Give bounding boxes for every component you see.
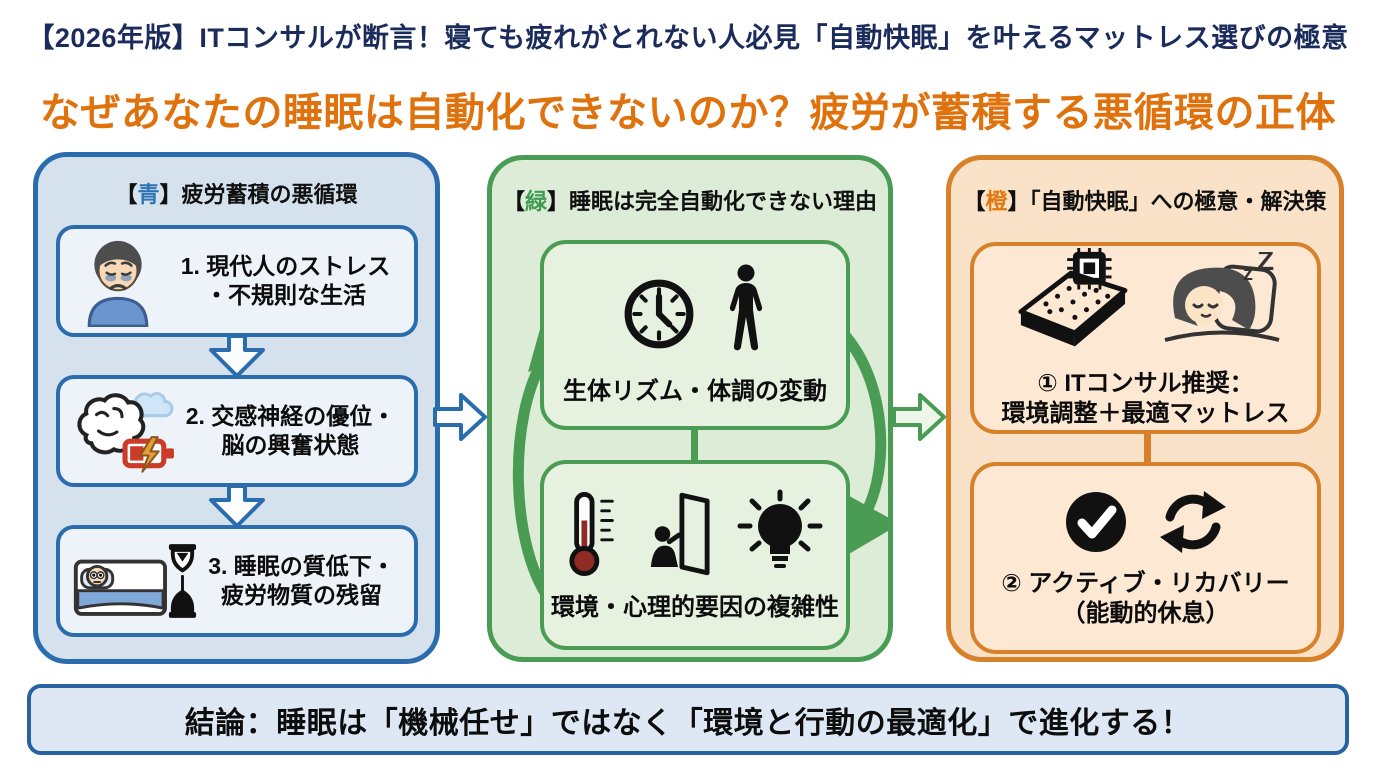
panel-orange-title-text: 「自動快眠」への極意・解決策 (1029, 189, 1327, 214)
step-3-line-2: 疲労物質の残留 (221, 582, 382, 608)
panel-why-not-automatable: 【緑】睡眠は完全自動化できない理由 (487, 155, 893, 662)
down-arrow-icon (207, 484, 267, 528)
step-text-1: 1. 現代人のストレス・不規則な生活 (166, 252, 406, 311)
tag-char-green: 緑 (524, 189, 547, 214)
green-connector-line (691, 426, 698, 464)
step-box-nerves: 2. 交感神経の優位・脳の興奮状態 (55, 375, 418, 487)
step-text-2: 2. 交感神経の優位・脳の興奮状態 (176, 402, 406, 461)
step-text-3: 3. 睡眠の質低下・疲労物質の残留 (198, 552, 406, 611)
panel-blue-title-text: 疲労蓄積の悪循環 (181, 182, 358, 207)
orange-box-2-text: ② アクティブ・リカバリー（能動的休息） (1001, 569, 1289, 629)
brain-battery-icon (70, 387, 176, 475)
green-box-biorhythm: 生体リズム・体調の変動 (540, 240, 850, 430)
tag-char-orange: 橙 (985, 189, 1008, 214)
orange-connector-line (1144, 428, 1151, 468)
clock-icon (621, 276, 697, 357)
step-2-line-1: 2. 交感神経の優位・ (185, 402, 396, 429)
page-title: 【2026年版】ITコンサルが断言！寝ても疲れがとれない人必見「自動快眠」を叶え… (27, 23, 1349, 53)
panel-blue-title: 【青】疲労蓄積の悪循環 (115, 177, 357, 209)
tag-close: 】 (1007, 189, 1030, 214)
tag-close: 】 (159, 182, 182, 207)
orange-box-1-line-2: 環境調整＋最適マットレス (1001, 399, 1290, 427)
panel-solutions: 【橙】「自動快眠」への極意・解決策 (946, 155, 1344, 662)
step-box-stress: 1. 現代人のストレス・不規則な生活 (55, 225, 418, 337)
green-box-1-icons (621, 264, 769, 369)
step-1-line-1: 1. 現代人のストレス (180, 252, 391, 279)
step-box-sleep-quality: 3. 睡眠の質低下・疲労物質の残留 (55, 525, 418, 637)
arrow-blue-to-green-icon (433, 392, 487, 447)
orange-box-1-text: ① ITコンサル推奨：環境調整＋最適マットレス (1002, 369, 1290, 429)
step-1-line-2: ・不規則な生活 (205, 282, 366, 308)
orange-box-2-icons (1062, 488, 1230, 561)
sleeping-woman-icon: z Z (1161, 245, 1283, 357)
tired-man-icon (70, 235, 166, 327)
orange-box-1-line-1: ① ITコンサル推奨： (1037, 369, 1254, 397)
green-box-1-caption: 生体リズム・体調の変動 (563, 377, 827, 405)
smart-mattress-icon (1009, 247, 1135, 361)
green-box-2-icons (567, 488, 823, 585)
tag-close: 】 (547, 189, 570, 214)
tag-open: 【 (502, 189, 525, 214)
orange-box-recovery: ② アクティブ・リカバリー（能動的休息） (970, 462, 1321, 654)
conclusion-bar: 結論：睡眠は「機械任せ」ではなく「環境と行動の最適化」で進化する！ (27, 684, 1349, 755)
sleepless-bed-icon (70, 539, 198, 623)
sleep-z-small: z (1243, 263, 1253, 285)
panel-green-title-text: 睡眠は完全自動化できない理由 (569, 189, 878, 214)
sleep-z-large: Z (1257, 252, 1274, 276)
orange-box-2-line-1: ② アクティブ・リカバリー (1001, 569, 1290, 597)
refresh-icon (1156, 489, 1230, 560)
orange-box-2-line-2: （能動的休息） (1061, 599, 1230, 627)
step-2-line-2: 脳の興奮状態 (221, 432, 360, 458)
arrow-green-to-orange-icon (891, 392, 947, 447)
lightbulb-icon (737, 489, 823, 584)
green-box-environment: 環境・心理的要因の複雑性 (540, 460, 850, 650)
green-box-2-caption: 環境・心理的要因の複雑性 (551, 593, 839, 621)
human-body-icon (723, 264, 769, 369)
check-circle-icon (1062, 488, 1130, 561)
panel-green-title: 【緑】睡眠は完全自動化できない理由 (492, 184, 888, 216)
step-3-line-1: 3. 睡眠の質低下・ (208, 552, 395, 579)
open-door-person-icon (647, 488, 711, 585)
panel-fatigue-cycle: 【青】疲労蓄積の悪循環 1. 現代人のストレス・不規則な生活 (33, 152, 440, 664)
page-subtitle: なぜあなたの睡眠は自動化できないのか？疲労が蓄積する悪循環の正体 (40, 91, 1336, 135)
thermometer-icon (567, 488, 621, 585)
tag-open: 【 (115, 182, 138, 207)
orange-box-1-icons: z Z (1009, 245, 1283, 361)
orange-box-mattress: z Z ① ITコンサル推奨：環境調整＋最適マットレス (970, 242, 1321, 434)
down-arrow-icon (207, 334, 267, 378)
panel-orange-title: 【橙】「自動快眠」への極意・解決策 (951, 184, 1339, 216)
tag-open: 【 (963, 189, 986, 214)
tag-char-blue: 青 (137, 182, 160, 207)
